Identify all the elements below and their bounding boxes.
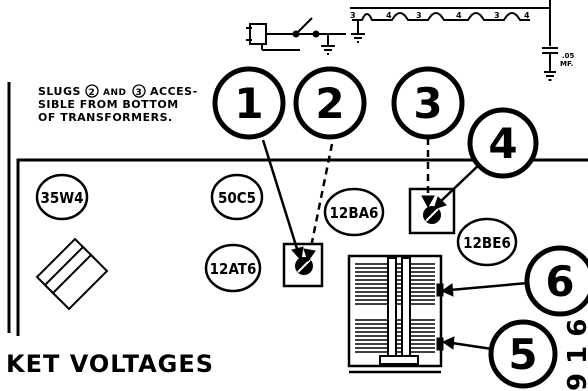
callout-4: 4 [467,107,539,179]
callout-3: 3 [391,66,465,140]
edge-text: 9 1 6 [563,319,588,391]
note-line3: OF TRANSFORMERS. [38,111,173,124]
pin-label: 4 [524,11,530,20]
transformer-slug-1 [282,242,324,288]
slug-note: SLUGS 2 AND 3 ACCES- SIBLE FROM BOTTOM O… [38,84,198,124]
transformer-slug-2 [408,187,456,235]
callout-2: 2 [293,66,367,140]
tube-12be6: 12BE6 [456,217,518,267]
chassis-outline [16,158,588,336]
callout-number: 6 [545,257,574,306]
tube-12at6: 12AT6 [204,243,262,293]
note-suffix: ACCES- [150,85,198,98]
tube-label: 12AT6 [210,260,257,278]
callout-1: 1 [212,66,286,140]
arrow-5 [451,341,493,351]
callout-number: 4 [488,119,517,168]
note-prefix: SLUGS [38,85,81,98]
arrow-4 [439,161,483,203]
note-line2: SIBLE FROM BOTTOM [38,98,179,111]
tube-12ba6: 12BA6 [323,187,385,237]
arrow-2 [308,143,334,253]
callout-5: 5 [488,319,558,389]
tube-label: 12BE6 [463,234,511,252]
tube-label: 12BA6 [330,204,379,222]
capacitor-unit: MF. [560,60,573,68]
note-slug-b: 3 [136,88,143,98]
tube-label: 35W4 [40,189,83,207]
tube-35w4: 35W4 [35,173,89,221]
note-slug-a: 2 [89,88,96,98]
tube-50c5: 50C5 [210,173,264,221]
note-and: AND [103,88,126,98]
callout-number: 5 [508,330,537,379]
callout-number: 1 [234,79,263,128]
arrow-6 [449,281,529,292]
tuning-capacitor [347,254,444,374]
section-heading: KET VOLTAGES [6,350,214,378]
pin-label: 3 [416,11,422,20]
pin-label: 3 [494,11,500,20]
capacitor-value: .05 [562,52,575,60]
schematic-fragment [246,0,558,81]
pin-label: 4 [456,11,462,20]
tube-label: 50C5 [218,189,256,207]
callout-number: 3 [413,79,442,128]
arrow-1 [261,139,300,253]
callout-number: 2 [315,79,344,128]
callout-6: 6 [524,245,588,317]
selenium-rectifier [35,237,109,311]
pin-label: 3 [350,11,356,20]
pin-label: 4 [386,11,392,20]
svg-text:SLUGS: SLUGS [38,85,81,98]
callout-arrows [261,138,529,351]
schematic-pin-labels: 3 4 3 4 3 4 [350,11,530,20]
